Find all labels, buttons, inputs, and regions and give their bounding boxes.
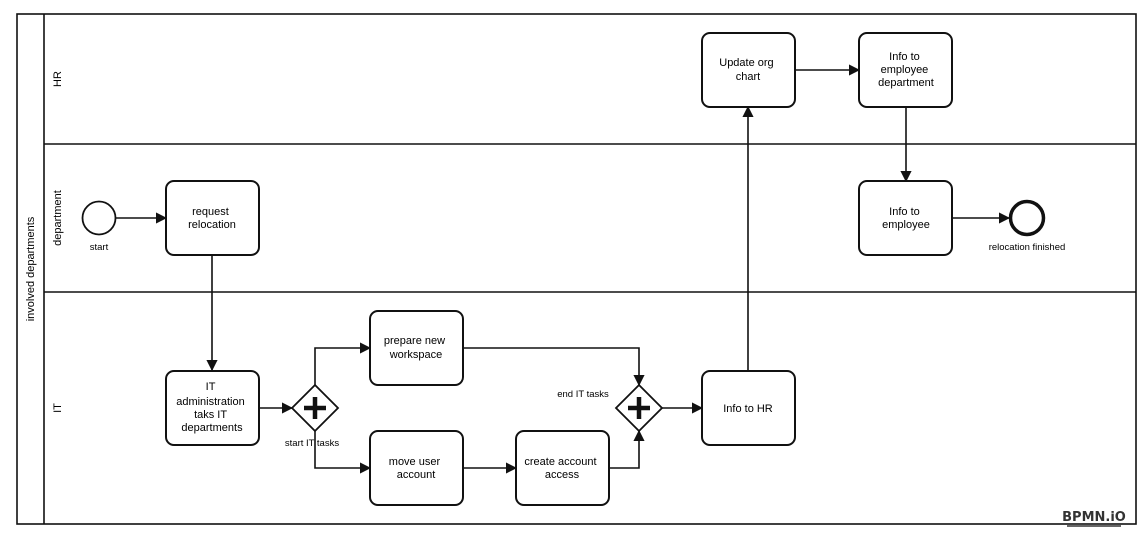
gateway-join[interactable]: end IT tasks [557,383,664,433]
gateway-split-label: start IT tasks [285,438,339,449]
task-label: Info to employee department [878,51,934,89]
flow-split-to-prepare [314,342,372,385]
task-move-user-account[interactable]: move user account [369,430,464,506]
flow-prepare-to-join [463,347,645,387]
end-event-label: relocation finished [989,242,1066,253]
start-event-label: start [90,242,109,253]
task-it-administration[interactable]: IT administration taks IT departments [165,370,260,446]
pool-label: involved departments [25,216,37,321]
lane-label-it: IT [52,403,64,413]
task-create-account-access[interactable]: create account access [515,430,610,506]
task-label: prepare new workspace [384,335,448,361]
task-info-to-employee[interactable]: Info to employee [858,180,953,256]
task-prepare-workspace[interactable]: prepare new workspace [369,310,464,386]
end-event[interactable]: relocation finished [989,199,1066,254]
task-label: Info to HR [723,403,773,415]
gateway-join-label: end IT tasks [557,389,609,400]
gateway-split[interactable]: start IT tasks [285,383,339,449]
task-label: move user account [389,456,443,481]
task-label: Update org chart [719,57,777,83]
svg-text:BPMN.iO: BPMN.iO [1062,510,1126,525]
plus-icon [304,397,326,419]
lane-label-department: department [52,190,64,246]
flow-create-to-join [609,429,645,469]
sequence-flows [116,64,1011,474]
lane-label-hr: HR [52,71,64,87]
flow-split-to-move [314,431,372,474]
bpmn-io-watermark[interactable]: BPMN.iO [1062,510,1126,527]
task-info-to-employee-department[interactable]: Info to employee department [858,32,953,108]
start-event[interactable]: start [81,200,117,254]
task-label: request relocation [188,206,236,231]
task-update-org-chart[interactable]: Update org chart [701,32,796,108]
task-label: create account access [524,456,599,481]
plus-icon [628,397,650,419]
task-info-to-hr[interactable]: Info to HR [701,370,796,446]
task-label: IT administration taks IT departments [176,381,248,434]
task-label: Info to employee [882,206,930,231]
task-request-relocation[interactable]: request relocation [165,180,260,256]
